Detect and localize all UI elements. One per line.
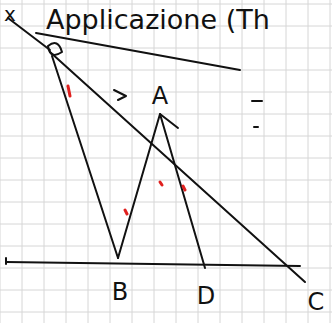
angle-mark <box>160 182 162 185</box>
point-label: B <box>112 280 128 304</box>
grid-line <box>0 312 332 313</box>
grid-line <box>0 70 332 71</box>
top-line <box>36 33 240 70</box>
point-label: C <box>308 290 325 314</box>
heading: Applicazione (Th <box>46 6 270 33</box>
angle-mark <box>183 186 185 190</box>
side-line <box>52 56 118 258</box>
grid-line <box>0 202 332 203</box>
figure-lines <box>6 18 305 282</box>
diagonal-line <box>50 52 305 282</box>
base-line <box>6 262 300 266</box>
grid-line <box>0 4 332 5</box>
dash-mark <box>254 126 258 128</box>
dash-mark <box>252 100 262 102</box>
arrow-mark <box>114 90 126 100</box>
angle-mark <box>68 86 70 96</box>
point-label: D <box>197 284 215 308</box>
point-label: x <box>4 4 16 24</box>
angle-mark <box>125 210 127 214</box>
point-label: A <box>152 84 168 108</box>
grid-line <box>0 224 332 225</box>
grid-line <box>0 290 332 291</box>
grid-line <box>0 48 332 49</box>
grid-line <box>0 114 332 115</box>
apex-join <box>160 114 178 128</box>
grid-line <box>0 268 332 269</box>
triangle-abd <box>118 114 205 268</box>
grid-line <box>0 180 332 181</box>
tick <box>5 258 7 264</box>
grid-line <box>0 246 332 247</box>
